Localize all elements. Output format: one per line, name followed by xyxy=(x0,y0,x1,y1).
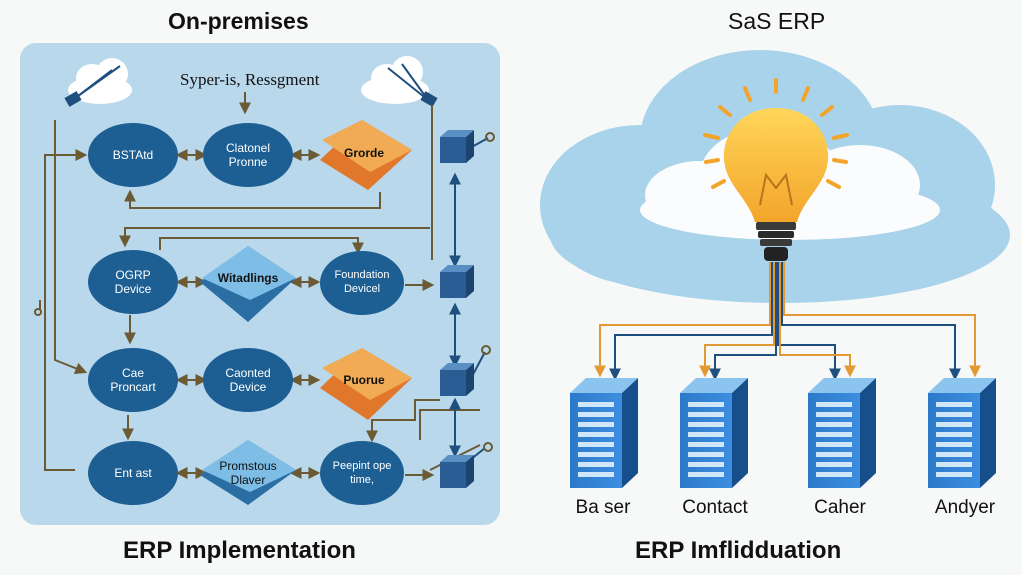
cloud-icon-right xyxy=(361,56,438,107)
node-label: Cae Proncart xyxy=(110,366,156,394)
node-label: Peepint ope time, xyxy=(332,460,392,486)
node-label: Clatonel Pronne xyxy=(225,141,271,169)
server-icon xyxy=(680,378,748,488)
node-label: Caonted Device xyxy=(225,366,271,394)
node-label: Grorde xyxy=(343,146,385,160)
right-connector-lines xyxy=(449,137,489,461)
node-label: OGRP Device xyxy=(114,268,152,296)
node-label: Promstous Dlaver xyxy=(219,459,277,487)
cloud-icon-left xyxy=(64,58,132,107)
right-title: SaS ERP xyxy=(728,8,826,34)
right-caption: ERP Imflidduation xyxy=(635,537,842,564)
node-ellipse xyxy=(320,251,404,315)
node-ellipse xyxy=(88,441,178,505)
node-label: Witadlings xyxy=(217,271,279,285)
node-diamond-orange xyxy=(320,120,412,190)
server-label: Caher xyxy=(814,497,866,518)
connector-lines xyxy=(39,92,481,481)
node-diamond-orange xyxy=(320,348,412,420)
node-label: Puorue xyxy=(343,373,385,387)
node-ellipse xyxy=(88,123,178,187)
server-icon xyxy=(928,378,996,488)
server-label: Contact xyxy=(682,497,748,518)
cube-icon xyxy=(440,265,474,298)
node-diamond-blue xyxy=(200,440,296,505)
lightbulb-icon xyxy=(703,78,849,261)
server-icon xyxy=(808,378,876,488)
server-connectors xyxy=(594,262,981,381)
node-ellipse xyxy=(203,348,293,412)
node-ellipse xyxy=(203,123,293,187)
node-ellipse xyxy=(88,250,178,314)
node-diamond-blue xyxy=(200,246,296,322)
top-label: Syper-is, Ressgment xyxy=(180,70,320,89)
server-label: Ba ser xyxy=(575,497,631,518)
node-label: Ent ast xyxy=(114,466,152,480)
node-ellipse xyxy=(88,348,178,412)
cube-icon xyxy=(440,455,474,488)
left-title: On-premises xyxy=(168,8,309,34)
node-ellipse xyxy=(320,441,404,505)
node-label: Foundation Devicel xyxy=(334,269,390,295)
cube-icon xyxy=(440,363,474,396)
server-label: Andyer xyxy=(934,497,996,518)
node-label: BSTAtd xyxy=(112,148,154,162)
left-caption: ERP Implementation xyxy=(123,537,356,564)
cube-icon xyxy=(440,130,474,163)
link-dots xyxy=(34,132,495,452)
server-icon xyxy=(570,378,638,488)
